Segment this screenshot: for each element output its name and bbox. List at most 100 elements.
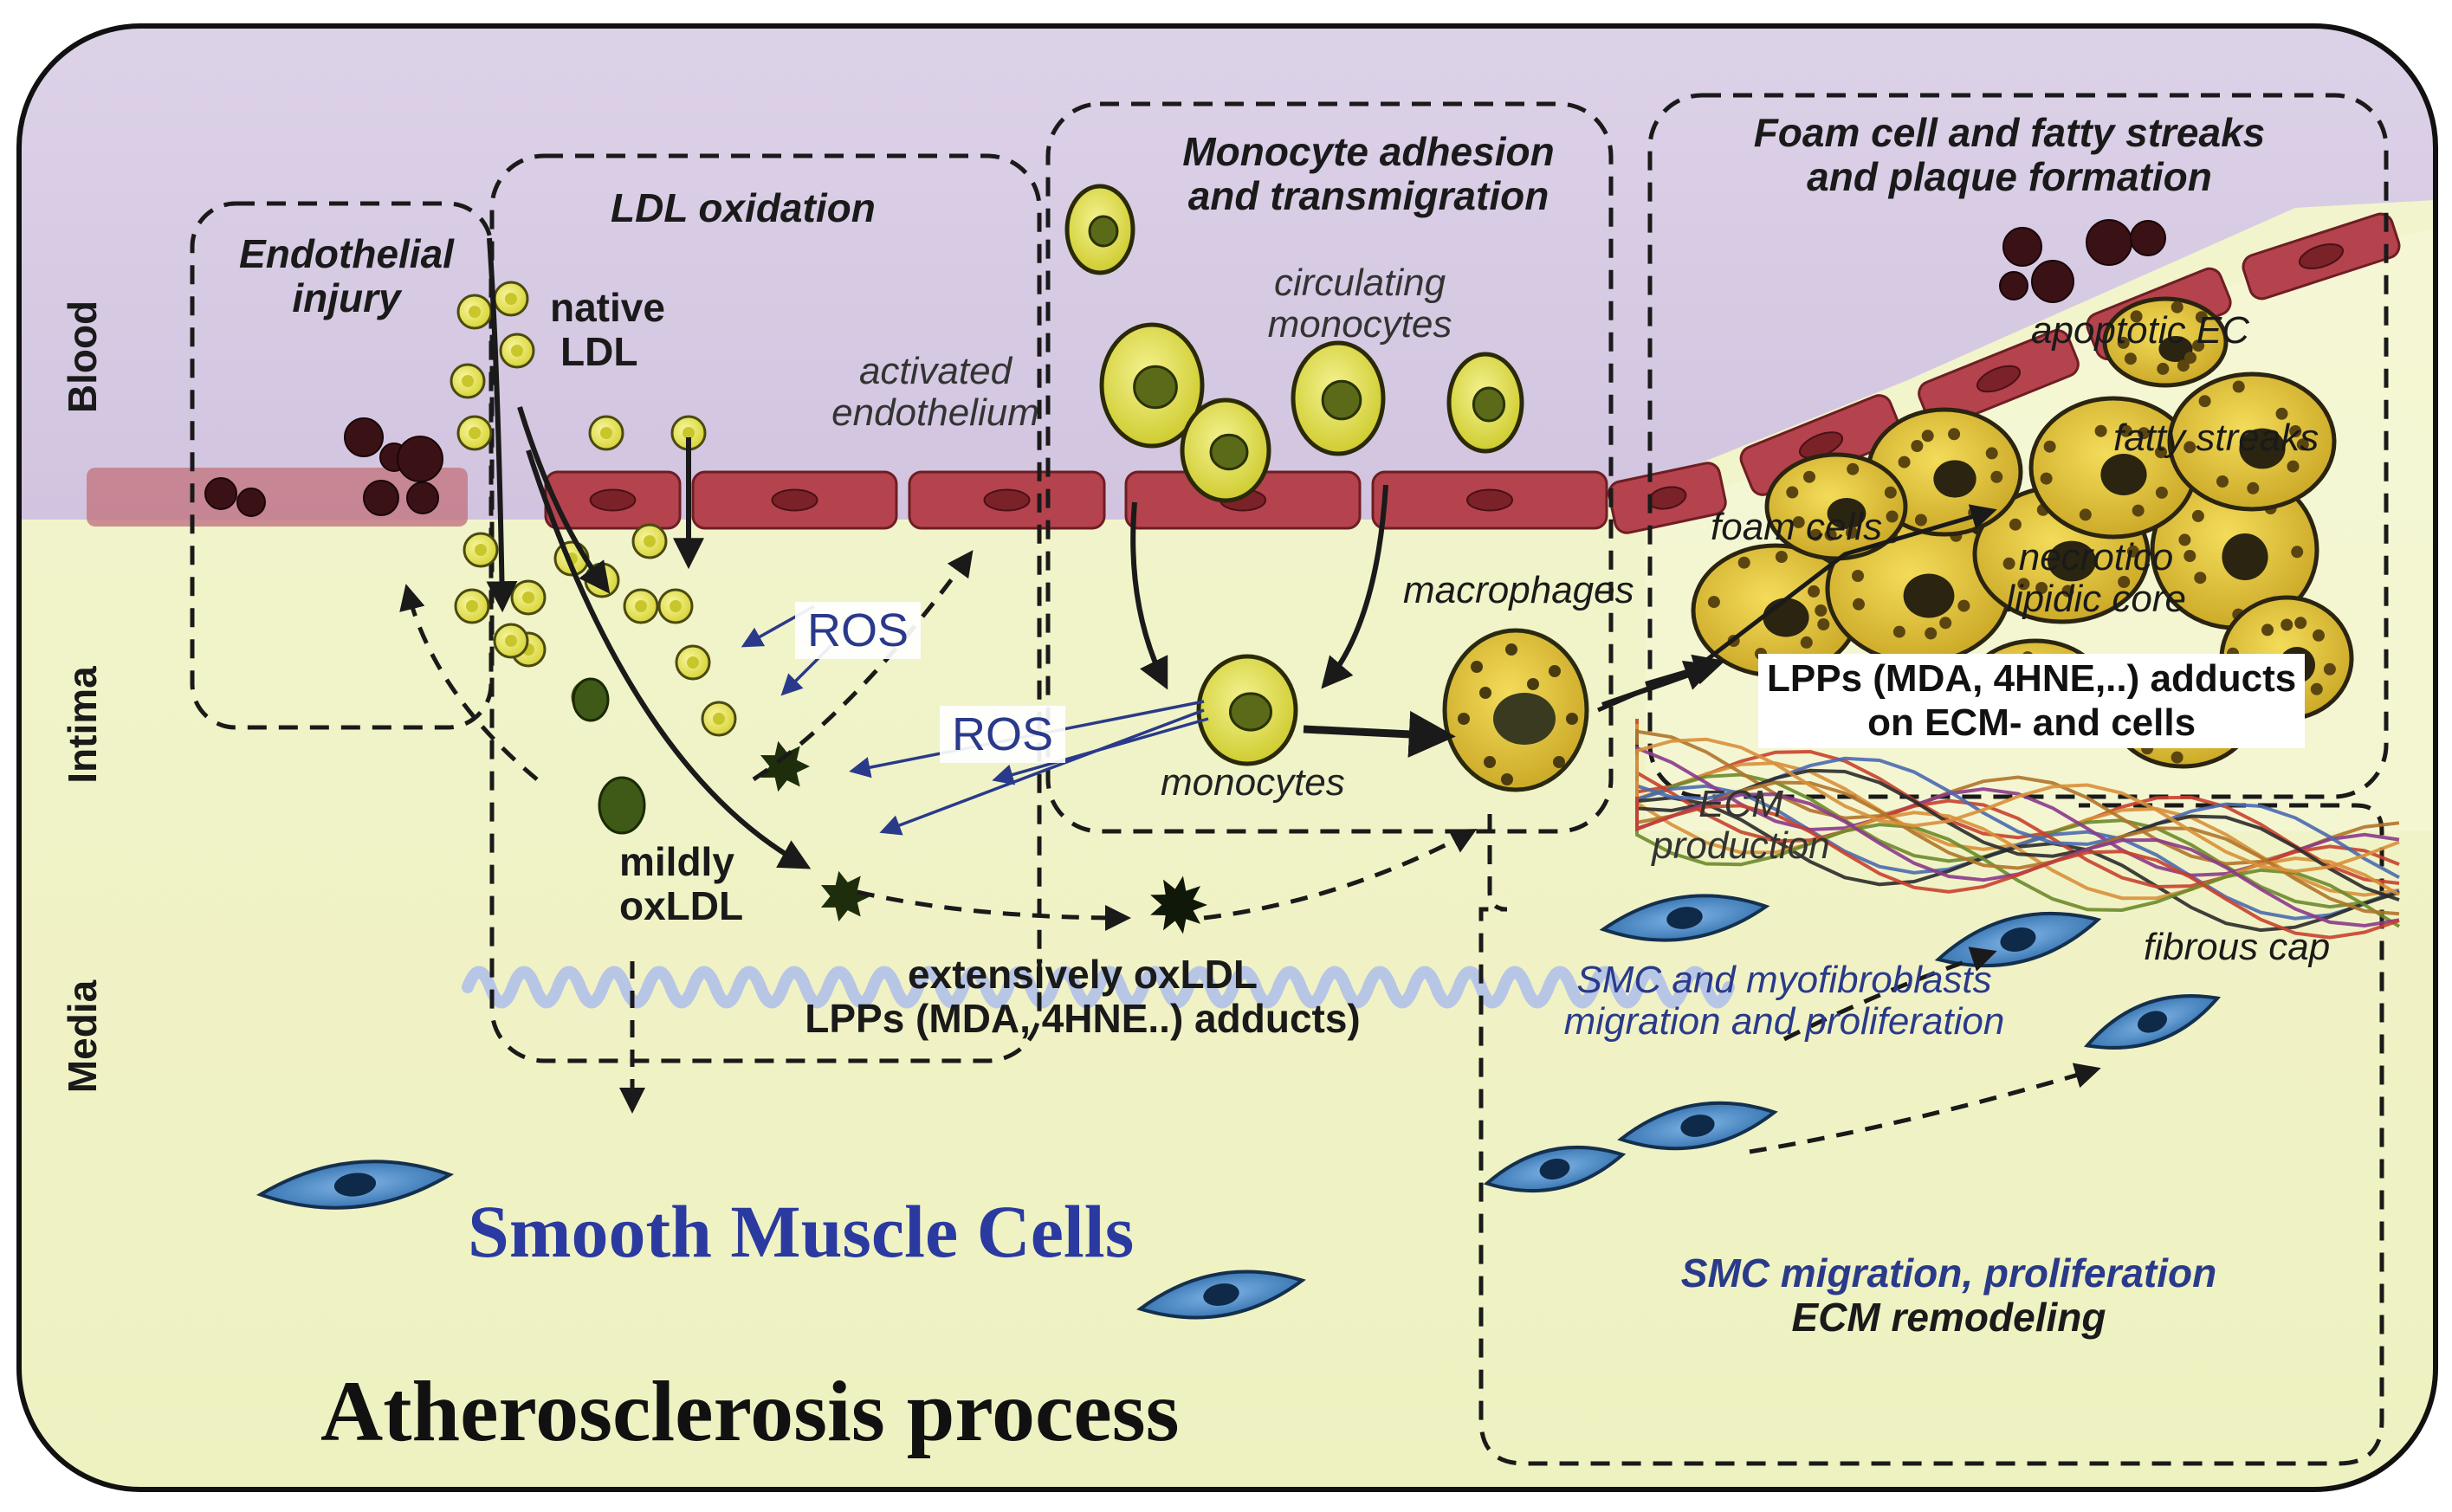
step-ldl-oxidation: LDL oxidation [611, 185, 876, 230]
apoptotic-cells [204, 219, 2166, 517]
label-necrotic-line1: necrotico [2018, 536, 2174, 578]
apoptotic-cell [236, 488, 266, 517]
label-ecm-line2: production [1652, 824, 1830, 868]
label-mildly-oxldl: mildly oxLDL [619, 840, 743, 927]
ecm-fibre [1635, 792, 2400, 940]
label-ecm-production: ECM production [1628, 783, 1854, 868]
box-foam-cell [1647, 93, 2389, 799]
label-mildly-line1: mildly [619, 839, 734, 884]
label-macrophages: macrophages [1403, 569, 1634, 611]
zone-media: Media [60, 979, 105, 1094]
endothelial-cell [2242, 212, 2401, 300]
step-endothelial-injury-line2: injury [292, 275, 401, 320]
ecm-fibre [1635, 766, 2401, 928]
endothelial-cell [544, 470, 682, 530]
step-endothelial-injury-line1: Endothelial [239, 231, 454, 276]
step-foam-line1: Foam cell and fatty streaks [1753, 110, 2266, 155]
label-extensively-line1: extensively oxLDL [908, 952, 1258, 997]
step-smc-migration: SMC migration, proliferation ECM remodel… [1611, 1251, 2287, 1339]
label-necrotic-core: necrotico lipidic core [1966, 536, 2226, 621]
apoptotic-cell [2031, 260, 2074, 303]
zone-intima: Intima [60, 666, 105, 784]
label-lpps-cells: LPPs (MDA, 4HNE,..) adducts on ECM- and … [1758, 654, 2306, 749]
smc-cell [2083, 994, 2222, 1050]
monocyte-cells [1064, 184, 1524, 766]
oxidized-ldl [572, 677, 1207, 934]
apoptotic-cell [2002, 227, 2042, 267]
endothelial-cell [1371, 470, 1608, 530]
label-native-ldl: native LDL [550, 286, 665, 373]
endothelial-cell [908, 470, 1106, 530]
process-arrows [486, 237, 1997, 869]
label-lpps-cells-line1: LPPs (MDA, 4HNE,..) adducts [1767, 657, 2297, 700]
label-circulating-monocytes: circulating monocytes [1230, 262, 1490, 346]
label-smc-myo-line1: SMC and myofibroblasts [1576, 959, 1992, 1001]
smc-cell [1599, 894, 1770, 942]
step-monocyte-adhesion: Monocyte adhesion and transmigration [1126, 130, 1611, 217]
label-smc-myo-line2: migration and proliferation [1563, 1000, 2005, 1044]
apoptotic-cell [406, 481, 439, 514]
label-lpps-cells-line2: on ECM- and cells [1867, 701, 2196, 744]
label-extensively-line2: LPPs (MDA, 4HNE..) adducts) [805, 995, 1361, 1041]
apoptotic-cell [2130, 220, 2166, 256]
extensively-oxldl-particle [1150, 876, 1207, 934]
apoptotic-cell [2086, 219, 2132, 266]
label-circulating-line2: monocytes [1267, 303, 1452, 346]
label-fatty-streaks: fatty streaks [2113, 417, 2319, 459]
label-smc-myofibroblasts: SMC and myofibroblasts migration and pro… [1524, 959, 2044, 1044]
ecm-fibre [1635, 740, 2400, 933]
macrophage-cell [1442, 628, 1589, 792]
smc-cell [1617, 1101, 1778, 1151]
label-activated-line2: endothelium [831, 391, 1039, 435]
label-extensively-oxldl: extensively oxLDL LPPs (MDA, 4HNE..) add… [762, 953, 1403, 1040]
endothelial-cell [691, 470, 898, 530]
box-smc-migration [1478, 803, 2384, 1466]
apoptotic-cell [397, 436, 443, 482]
step-smc-line2: ECM remodeling [1791, 1294, 2106, 1340]
smooth-muscle-cells [256, 894, 2222, 1320]
endothelium-layer [87, 212, 2401, 534]
mildly-oxldl-particle [572, 677, 610, 722]
box-monocyte-adhesion [1045, 101, 1614, 834]
dashed-arrows [399, 550, 2101, 1154]
elastic-lamina [462, 966, 1735, 1009]
apoptotic-cell [363, 480, 399, 516]
ecm-fibre [1635, 780, 2400, 916]
ecm-fibre [1635, 719, 2400, 885]
label-native-ldl-line2: LDL [560, 328, 638, 374]
step-foam-cell: Foam cell and fatty streaks and plaque f… [1698, 111, 2321, 198]
step-monocyte-line1: Monocyte adhesion [1182, 129, 1555, 174]
zone-blood: Blood [60, 300, 105, 414]
step-endothelial-injury: Endothelial injury [221, 232, 472, 320]
label-activated-endothelium: activated endothelium [814, 350, 1057, 435]
box-endothelial-injury [190, 201, 494, 730]
ros-arrows [741, 604, 1209, 836]
apoptotic-cell [1999, 271, 2028, 300]
label-foam-cells: foam cells [1711, 506, 1883, 548]
oxldl-particle [760, 740, 810, 792]
label-fibrous-cap: fibrous cap [2144, 926, 2331, 968]
label-smooth-muscle-cells: Smooth Muscle Cells [468, 1190, 1135, 1273]
step-monocyte-line2: and transmigration [1187, 172, 1549, 218]
endothelial-cell [1918, 329, 2080, 429]
apoptotic-cell [344, 417, 384, 457]
outer-frame [16, 23, 2438, 1492]
oxldl-particle [821, 870, 870, 922]
diagram-title: Atherosclerosis process [320, 1363, 1180, 1459]
step-foam-line2: and plaque formation [1807, 153, 2212, 199]
label-native-ldl-line1: native [550, 285, 665, 330]
ecm-fibre [1635, 737, 2400, 874]
label-ros-2: ROS [940, 706, 1066, 763]
mildly-oxldl-particle [598, 776, 646, 835]
smc-cell [1136, 1270, 1306, 1320]
label-circulating-line1: circulating [1273, 262, 1446, 304]
apoptotic-cell [204, 477, 237, 510]
smc-cell [1483, 1145, 1627, 1193]
ecm-fibre [1635, 760, 2400, 901]
step-smc-line1: SMC migration, proliferation [1680, 1250, 2217, 1296]
box-ldl-oxidation [489, 153, 1042, 1063]
label-ecm-line1: ECM [1698, 783, 1783, 825]
ecm-fibre [1635, 786, 2400, 928]
smc-cell [256, 1160, 455, 1210]
